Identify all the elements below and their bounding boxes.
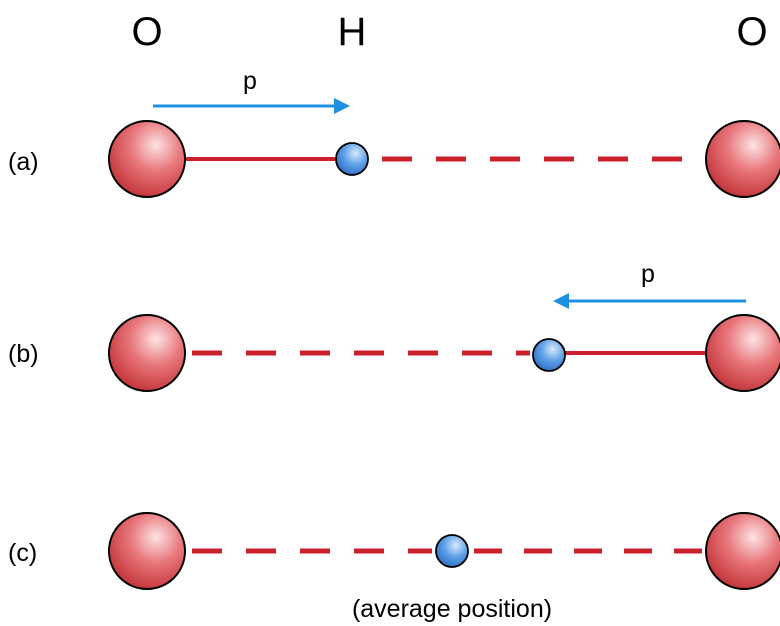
- row-a-oxygen-right: [705, 120, 780, 198]
- row-a-momentum-arrow: [153, 98, 350, 114]
- row-b-momentum-label: p: [641, 260, 655, 288]
- row-a-hydrogen: [335, 142, 369, 176]
- row-a-momentum-label: p: [243, 67, 257, 95]
- row-c: (c) (average position): [8, 512, 780, 623]
- header-oxygen-right-label: O: [736, 10, 767, 54]
- row-b-label: (b): [8, 340, 39, 368]
- row-c-label: (c): [8, 539, 37, 567]
- row-c-hydrogen: [435, 534, 469, 568]
- row-c-oxygen-right: [705, 512, 780, 590]
- row-a-oxygen-left: [108, 120, 186, 198]
- header-oxygen-left-label: O: [131, 10, 162, 54]
- row-b-oxygen-right: [705, 314, 780, 392]
- average-position-caption: (average position): [352, 595, 552, 623]
- row-b: (b) p: [8, 260, 780, 392]
- row-a-label: (a): [8, 148, 39, 176]
- row-c-oxygen-left: [108, 512, 186, 590]
- row-b-hydrogen: [532, 338, 566, 372]
- row-a: (a) p: [8, 67, 780, 198]
- header-hydrogen-label: H: [338, 10, 367, 54]
- row-b-momentum-arrow: [553, 293, 746, 309]
- row-b-oxygen-left: [108, 314, 186, 392]
